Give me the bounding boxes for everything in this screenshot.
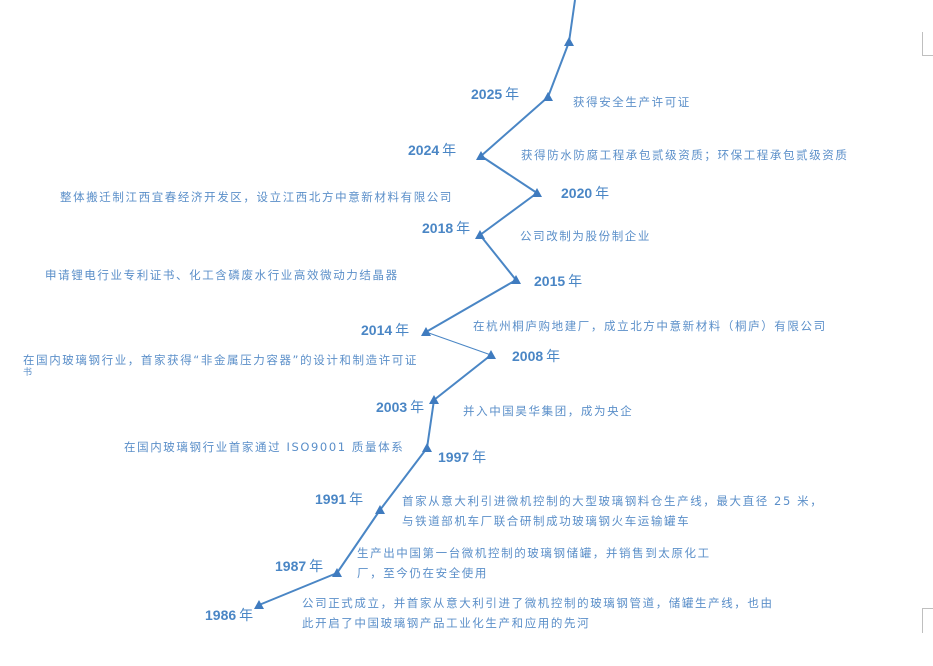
page-corner-mark-top [922,32,933,56]
event-desc-2024: 获得防水防腐工程承包贰级资质；环保工程承包贰级资质 [521,148,849,162]
event-desc-2020: 整体搬迁制江西宜春经济开发区，设立江西北方中意新材料有限公司 [60,190,453,204]
event-desc-1997: 在国内玻璃钢行业首家通过 ISO9001 质量体系 [124,440,405,454]
triangle-marker-icon [532,188,542,197]
triangle-marker-icon [422,443,432,452]
triangle-marker-icon [486,350,496,359]
event-desc-1991: 首家从意大利引进微机控制的大型玻璃钢料仓生产线，最大直径 25 米，与铁道部机车… [402,494,824,528]
timeline-line-upper [425,0,576,333]
triangle-marker-icon [476,151,486,160]
triangle-marker-icon [543,92,553,101]
triangle-marker-icon [332,568,342,577]
event-desc-2014: 在杭州桐庐购地建厂，成立北方中意新材料（桐庐）有限公司 [473,319,827,333]
event-desc-2018: 公司改制为股份制企业 [520,229,651,243]
event-desc-2025: 获得安全生产许可证 [573,95,691,109]
triangle-marker-icon [475,230,485,239]
triangle-marker-icon [375,505,385,514]
event-desc-1987: 生产出中国第一台微机控制的玻璃钢储罐，并销售到太原化工厂，至今仍在安全使用 [357,546,711,580]
triangle-marker-icon [429,395,439,404]
triangle-marker-icon [254,600,264,609]
triangle-marker-icon [421,327,431,336]
page-corner-mark-bottom [922,608,933,633]
event-desc-2003: 并入中国昊华集团，成为央企 [463,404,634,418]
event-desc-1986: 公司正式成立，并首家从意大利引进了微机控制的玻璃钢管道，储罐生产线，也由此开启了… [302,596,774,630]
event-desc-2008: 在国内玻璃钢行业，首家获得“非金属压力容器”的设计和制造许可证书 [23,353,419,378]
triangle-marker-icon [564,37,574,46]
event-desc-2015: 申请锂电行业专利证书、化工含磷废水行业高效微动力结晶器 [45,268,399,282]
timeline-line-lower [258,354,492,606]
timeline-line-thin [425,331,492,356]
triangle-marker-icon [511,275,521,284]
